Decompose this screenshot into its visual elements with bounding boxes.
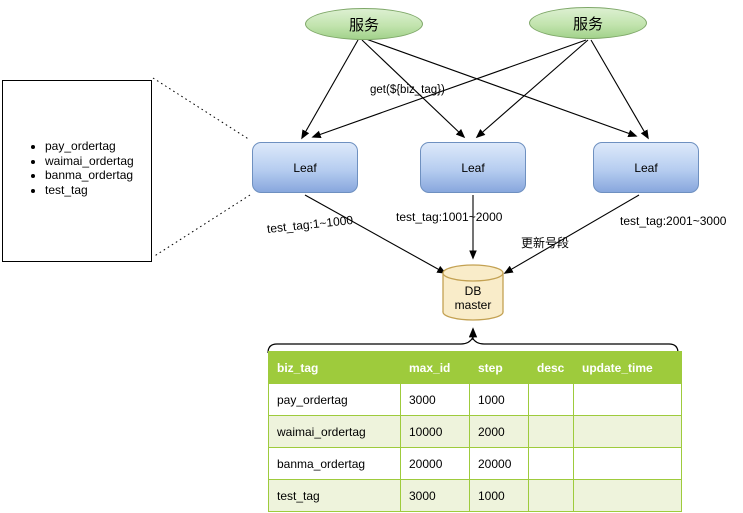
table-row: test_tag 3000 1000 xyxy=(268,479,682,512)
biz-tag-list-item: pay_ordertag xyxy=(45,139,151,154)
biz-tag-list-item: test_tag xyxy=(45,183,151,198)
service-node-left: 服务 xyxy=(305,8,423,40)
cell-biz-tag: test_tag xyxy=(268,479,401,512)
cell-max-id: 3000 xyxy=(400,479,470,512)
service-to-leaf-arrows xyxy=(301,38,649,140)
leaf-to-db-arrows xyxy=(304,194,640,274)
cell-max-id: 3000 xyxy=(400,383,470,416)
cell-step: 1000 xyxy=(469,383,529,416)
detail-callout-dotted-lines xyxy=(152,77,251,258)
leaf-node-2: Leaf xyxy=(420,142,526,193)
table-row: waimai_ordertag 10000 2000 xyxy=(268,415,682,448)
cell-update-time xyxy=(573,479,682,512)
service-node-label: 服务 xyxy=(348,16,379,34)
cell-desc xyxy=(528,447,574,480)
cell-update-time xyxy=(573,415,682,448)
cell-biz-tag: banma_ordertag xyxy=(268,447,401,480)
col-header-max-id: max_id xyxy=(400,351,470,384)
cell-desc xyxy=(528,415,574,448)
cell-biz-tag: pay_ordertag xyxy=(268,383,401,416)
table-row: banma_ordertag 20000 20000 xyxy=(268,447,682,480)
edge-label-leaf3-range: test_tag:2001~3000 xyxy=(620,214,727,228)
biz-tag-detail-box: pay_ordertag waimai_ordertag banma_order… xyxy=(2,80,152,262)
cell-step: 2000 xyxy=(469,415,529,448)
cell-step: 20000 xyxy=(469,447,529,480)
table-to-db-brace xyxy=(267,327,679,354)
table-header-row: biz_tag max_id step desc update_time xyxy=(268,351,682,384)
db-label-line2: master xyxy=(454,298,492,312)
table-row: pay_ordertag 3000 1000 xyxy=(268,383,682,416)
cell-biz-tag: waimai_ordertag xyxy=(268,415,401,448)
segment-table: biz_tag max_id step desc update_time pay… xyxy=(268,351,682,512)
edge-label-update-segment: 更新号段 xyxy=(521,236,570,250)
leaf-node-3: Leaf xyxy=(593,142,699,193)
leaf-node-label: Leaf xyxy=(293,160,317,175)
edge-label-get-biz-tag: get(${biz_tag}) xyxy=(370,84,445,96)
cell-update-time xyxy=(573,383,682,416)
cell-max-id: 20000 xyxy=(400,447,470,480)
col-header-desc: desc xyxy=(528,351,574,384)
db-master-node: DB master xyxy=(443,281,503,315)
db-label-line1: DB xyxy=(464,284,482,298)
biz-tag-list-item: waimai_ordertag xyxy=(45,154,151,169)
biz-tag-list: pay_ordertag waimai_ordertag banma_order… xyxy=(3,139,151,197)
col-header-step: step xyxy=(469,351,529,384)
col-header-update-time: update_time xyxy=(573,351,682,384)
cell-desc xyxy=(528,383,574,416)
leaf-node-1: Leaf xyxy=(252,142,358,193)
edge-label-leaf1-range: test_tag:1~1000 xyxy=(266,213,354,236)
col-header-biz-tag: biz_tag xyxy=(268,351,401,384)
edge-label-leaf2-range: test_tag:1001~2000 xyxy=(396,210,503,224)
leaf-node-label: Leaf xyxy=(634,160,658,175)
service-node-right: 服务 xyxy=(529,7,647,39)
cell-step: 1000 xyxy=(469,479,529,512)
cell-update-time xyxy=(573,447,682,480)
cell-max-id: 10000 xyxy=(400,415,470,448)
cell-desc xyxy=(528,479,574,512)
service-node-label: 服务 xyxy=(572,15,603,33)
leaf-node-label: Leaf xyxy=(461,160,485,175)
biz-tag-list-item: banma_ordertag xyxy=(45,168,151,183)
